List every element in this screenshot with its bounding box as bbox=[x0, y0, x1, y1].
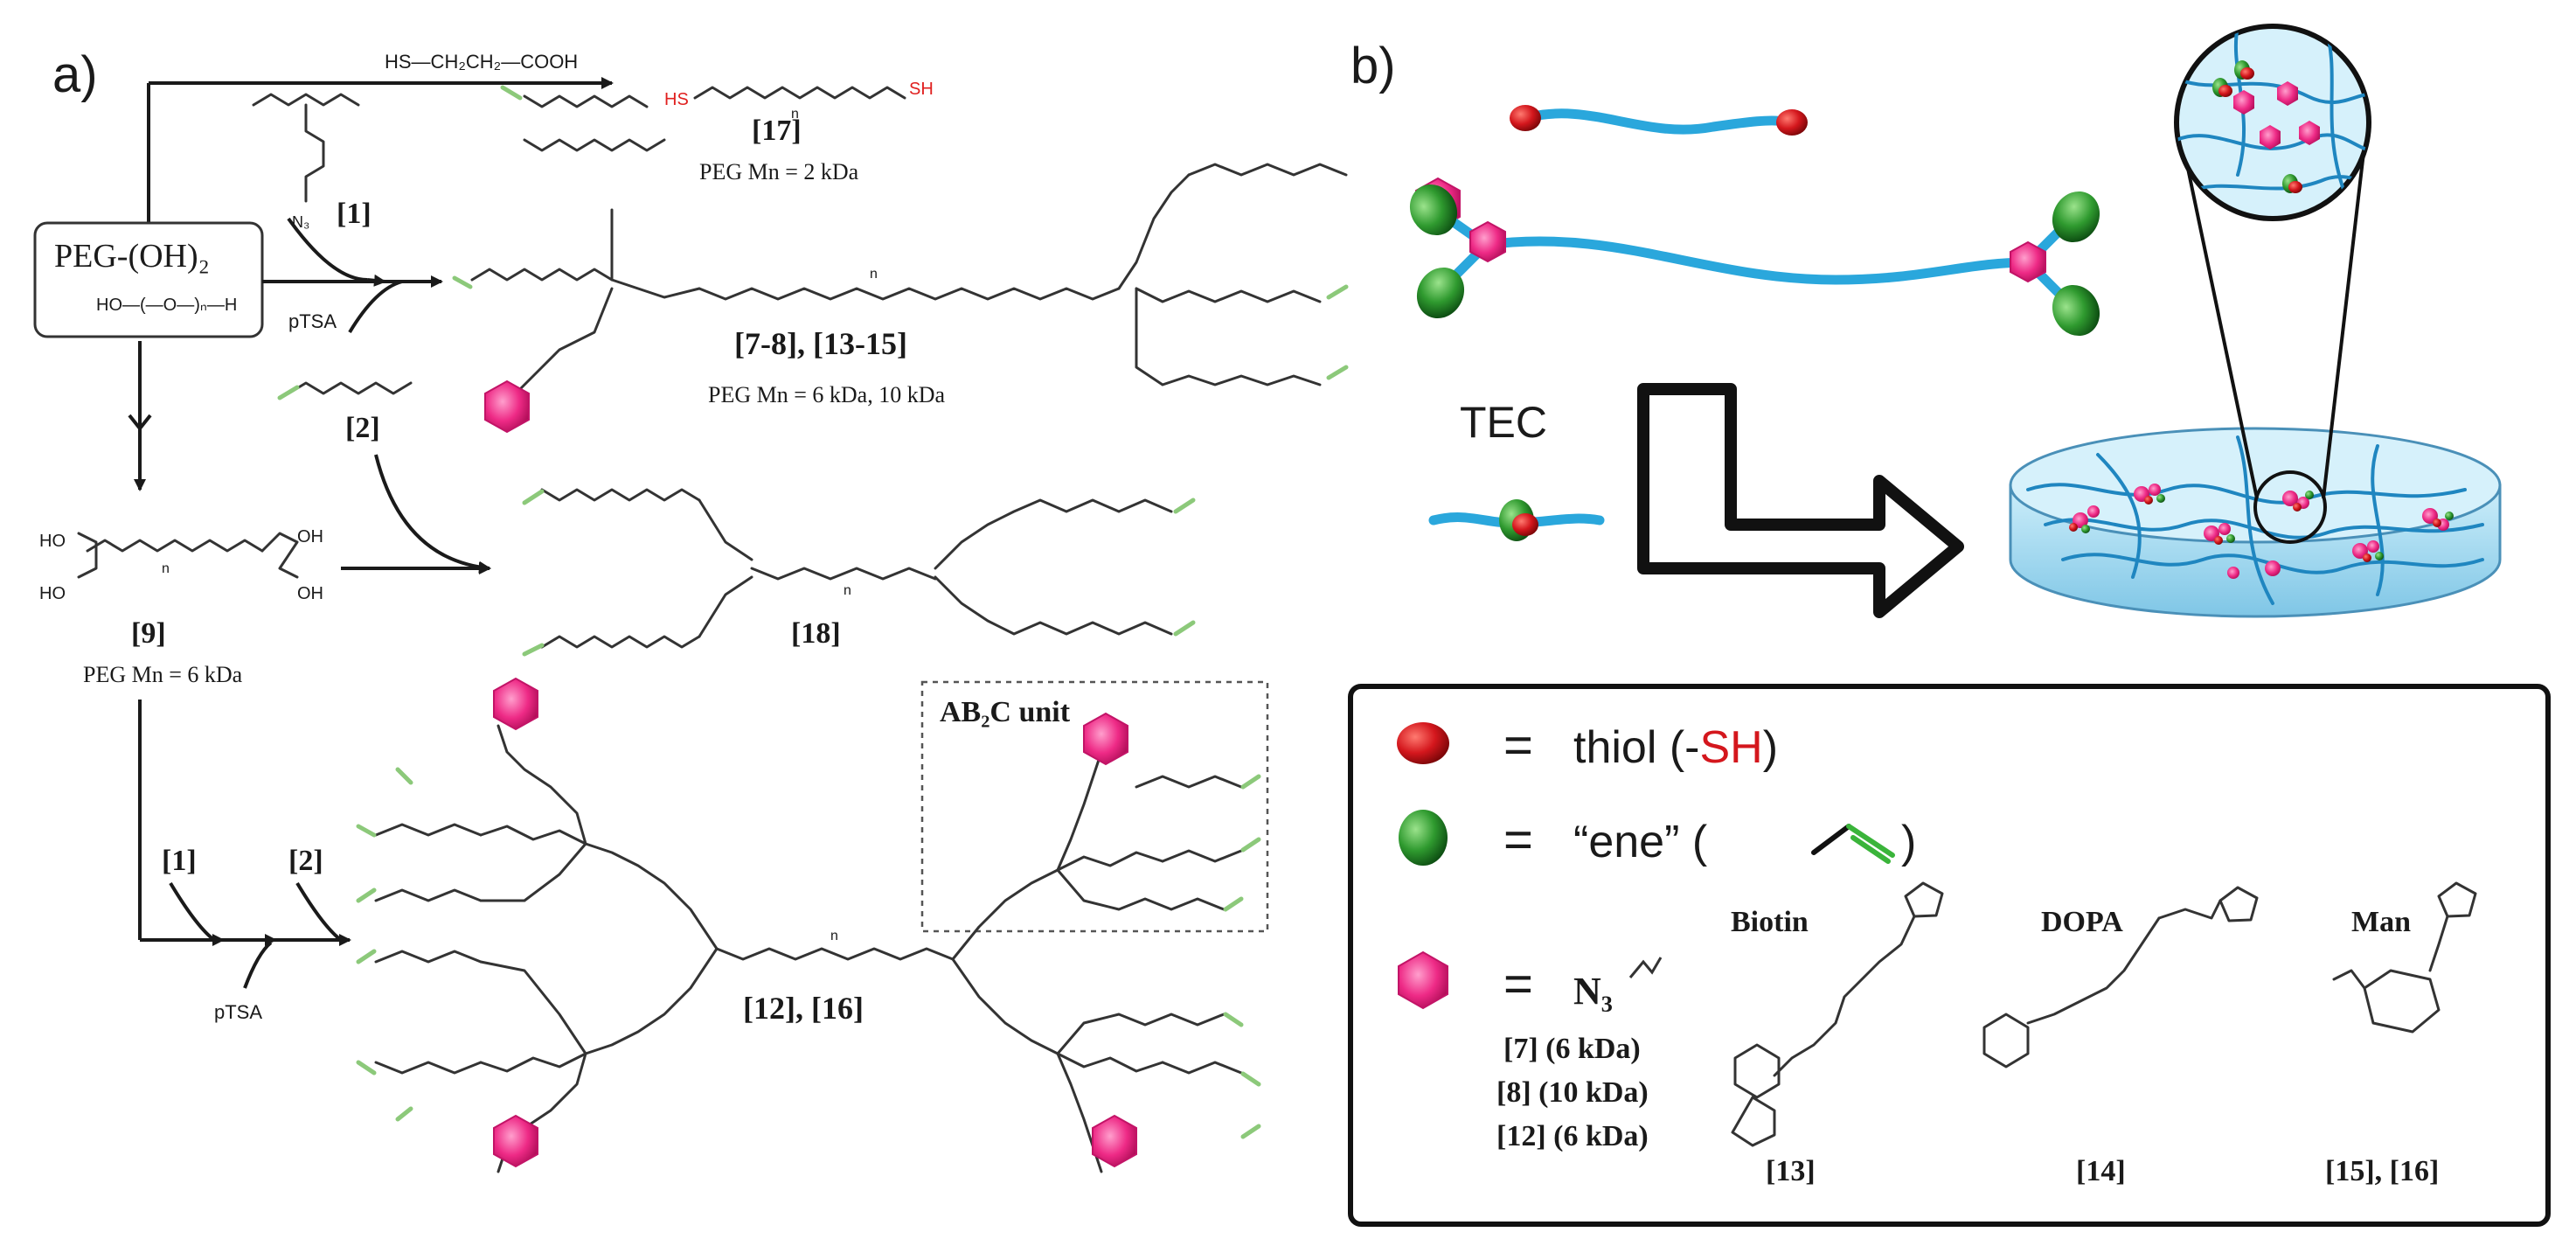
thiol-icon bbox=[1397, 722, 1449, 764]
curve-reagent-1 bbox=[287, 217, 368, 282]
compound-18-structure: n bbox=[522, 488, 1196, 657]
panel-a-label: a) bbox=[52, 46, 98, 103]
squiggle-icon bbox=[1628, 957, 1663, 978]
reagent-1-label: [1] bbox=[337, 198, 371, 230]
reagent-2-label: [2] bbox=[345, 412, 380, 444]
svg-text:HO: HO bbox=[39, 584, 66, 603]
tec-label: TEC bbox=[1460, 398, 1547, 447]
compound-7-15-label: [7-8], [13-15] bbox=[734, 326, 907, 361]
big-process-arrow bbox=[1637, 383, 1964, 618]
zoom-line-right bbox=[2322, 122, 2369, 499]
dopa-compound-14: [14] bbox=[2076, 1155, 2126, 1187]
hydrogel-disc bbox=[2009, 427, 2502, 618]
catalyst-ptsa: pTSA bbox=[288, 310, 337, 332]
compound-12-16-label: [12], [16] bbox=[743, 991, 864, 1026]
start-material-label: PEG-(OH)₂ bbox=[54, 238, 210, 275]
svg-text:n: n bbox=[791, 107, 799, 122]
svg-text:OH: OH bbox=[297, 527, 323, 546]
ab2c-unit-label: AB₂C unit bbox=[940, 696, 1071, 728]
azide-hexagon-icon bbox=[1398, 950, 1448, 1010]
svg-text:n: n bbox=[870, 267, 878, 282]
zoom-line-left bbox=[2177, 122, 2259, 499]
step-catalyst-ptsa: pTSA bbox=[214, 1001, 262, 1023]
compound-12-16-structure: n bbox=[356, 677, 1261, 1173]
svg-text:HO: HO bbox=[39, 532, 66, 551]
ene-close: ) bbox=[1901, 817, 1916, 867]
step-1-label: [1] bbox=[162, 845, 197, 877]
compound-17-label: [17] bbox=[752, 115, 802, 147]
compound-9-structure: HO HO OH OH n bbox=[39, 527, 323, 603]
dopa-label: DOPA bbox=[2041, 906, 2123, 938]
sh-label: SH bbox=[909, 80, 934, 99]
legend-c8: [8] (10 kDa) bbox=[1496, 1076, 1649, 1109]
svg-text:OH: OH bbox=[297, 584, 323, 603]
arrow-to-18 bbox=[374, 454, 491, 574]
svg-text:n: n bbox=[830, 929, 838, 943]
svg-text:HS: HS bbox=[664, 90, 689, 109]
thiol-text: thiol (- bbox=[1573, 722, 1699, 773]
legend-box bbox=[1348, 684, 2551, 1227]
step-2-label: [2] bbox=[288, 845, 323, 877]
thiol-equals: = bbox=[1503, 717, 1533, 774]
dithiol-peg-cartoon bbox=[1510, 105, 1808, 136]
man-label: Man bbox=[2351, 906, 2411, 938]
ene-equals: = bbox=[1503, 811, 1533, 868]
mn-17: PEG Mn = 2 kDa bbox=[699, 159, 859, 184]
mn-7-15: PEG Mn = 6 kDa, 10 kDa bbox=[708, 382, 945, 407]
ene-azide-peg-cartoon bbox=[1409, 184, 2100, 337]
compound-7-8-structure: n bbox=[452, 85, 1461, 434]
ene-icon bbox=[1399, 810, 1448, 866]
azide-equals: = bbox=[1503, 956, 1533, 1013]
dopa-structure bbox=[1982, 886, 2259, 1068]
mannose-structure bbox=[2332, 881, 2477, 1034]
biotin-compound-13: [13] bbox=[1766, 1155, 1816, 1187]
svg-text:n: n bbox=[162, 561, 170, 576]
zoom-circle bbox=[2174, 24, 2371, 221]
mn-9: PEG Mn = 6 kDa bbox=[83, 662, 243, 687]
azide-n3: N₃ bbox=[1573, 970, 1613, 1013]
reagent-mercaptopropionic: HS—CH₂CH₂—COOH bbox=[385, 51, 578, 73]
biotin-structure bbox=[1731, 881, 1944, 1147]
compound-17-structure: HS SH n bbox=[664, 80, 934, 122]
thiol-sh: SH bbox=[1699, 722, 1762, 773]
svg-text:thiol (-SH): thiol (-SH) bbox=[1573, 722, 1778, 773]
thiol-close: ) bbox=[1763, 722, 1778, 773]
start-formula: HO—(—O—)ₙ—H bbox=[96, 296, 237, 315]
compound-9-label: [9] bbox=[131, 617, 166, 650]
svg-text:n: n bbox=[844, 583, 851, 598]
compound-18-label: [18] bbox=[791, 617, 841, 650]
ab2c-unit-box bbox=[920, 680, 1269, 933]
biotin-label: Biotin bbox=[1731, 906, 1809, 938]
tec-adduct-cartoon bbox=[1428, 499, 1605, 541]
legend-c7: [7] (6 kDa) bbox=[1503, 1033, 1641, 1065]
man-compound-15-16: [15], [16] bbox=[2325, 1155, 2439, 1187]
vinyl-bond-icon bbox=[1811, 824, 1895, 864]
ene-text: “ene” ( bbox=[1573, 817, 1708, 867]
legend-c12: [12] (6 kDa) bbox=[1496, 1120, 1649, 1152]
reagent-2-structure bbox=[277, 381, 413, 400]
panel-b-label: b) bbox=[1350, 38, 1396, 94]
